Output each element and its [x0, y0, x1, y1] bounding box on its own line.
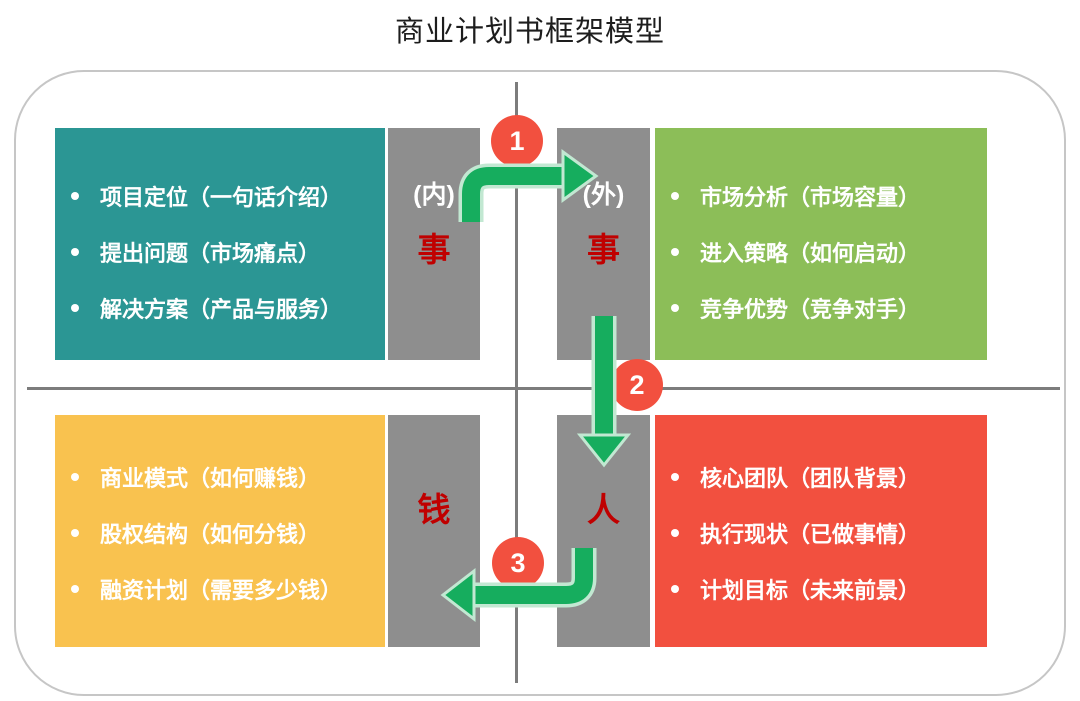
list-item-label: 核心团队（团队背景） [700, 466, 921, 491]
horizontal-divider [27, 387, 1060, 390]
list-item-label: 执行现状（已做事情） [700, 522, 921, 547]
list-item: 解决方案（产品与服务） [55, 280, 385, 336]
bullet-icon [71, 248, 79, 256]
money-item-list: 商业模式（如何赚钱） 股权结构（如何分钱） 融资计划（需要多少钱） [55, 415, 385, 617]
bullet-icon [71, 192, 79, 200]
bullet-icon [671, 304, 679, 312]
bullet-icon [71, 304, 79, 312]
axis-box-money: 钱 [388, 415, 480, 647]
list-item: 核心团队（团队背景） [655, 449, 987, 505]
list-item: 商业模式（如何赚钱） [55, 449, 385, 505]
bullet-icon [71, 473, 79, 481]
bullet-icon [671, 529, 679, 537]
bullet-icon [671, 473, 679, 481]
axis-box-outer-shi: (外) 事 [557, 128, 650, 360]
quadrant-project: 项目定位（一句话介绍） 提出问题（市场痛点） 解决方案（产品与服务） [55, 128, 385, 360]
list-item-label: 计划目标（未来前景） [700, 578, 921, 603]
bullet-icon [71, 529, 79, 537]
list-item: 竞争优势（竞争对手） [655, 280, 987, 336]
list-item-label: 解决方案（产品与服务） [100, 297, 343, 322]
quadrant-money: 商业模式（如何赚钱） 股权结构（如何分钱） 融资计划（需要多少钱） [55, 415, 385, 647]
scope-label: (外) [582, 181, 625, 209]
market-item-list: 市场分析（市场容量） 进入策略（如何启动） 竞争优势（竞争对手） [655, 128, 987, 336]
step-badge-1: 1 [491, 115, 543, 167]
step-number: 1 [509, 125, 525, 156]
team-item-list: 核心团队（团队背景） 执行现状（已做事情） 计划目标（未来前景） [655, 415, 987, 617]
list-item: 股权结构（如何分钱） [55, 505, 385, 561]
quadrant-market: 市场分析（市场容量） 进入策略（如何启动） 竞争优势（竞争对手） [655, 128, 987, 360]
axis-box-people: 人 [557, 415, 650, 647]
bullet-icon [71, 585, 79, 593]
list-item: 项目定位（一句话介绍） [55, 168, 385, 224]
axis-word: 事 [587, 231, 620, 268]
list-item: 提出问题（市场痛点） [55, 224, 385, 280]
bullet-icon [671, 192, 679, 200]
axis-box-inner-shi: (内) 事 [388, 128, 480, 360]
list-item: 计划目标（未来前景） [655, 561, 987, 617]
axis-word: 钱 [417, 491, 451, 528]
step-number: 2 [629, 369, 645, 400]
list-item-label: 提出问题（市场痛点） [100, 241, 321, 266]
frame-border [14, 70, 1066, 696]
list-item-label: 股权结构（如何分钱） [100, 522, 321, 547]
axis-word: 人 [587, 491, 620, 528]
step-badge-3: 3 [492, 537, 544, 589]
scope-label: (内) [413, 181, 455, 209]
list-item-label: 项目定位（一句话介绍） [100, 185, 343, 210]
list-item-label: 商业模式（如何赚钱） [100, 466, 321, 491]
list-item-label: 融资计划（需要多少钱） [100, 578, 343, 603]
vertical-divider [515, 82, 518, 683]
diagram-title: 商业计划书框架模型 [394, 16, 665, 48]
list-item-label: 市场分析（市场容量） [700, 185, 921, 210]
step-number: 3 [510, 547, 526, 578]
bullet-icon [671, 585, 679, 593]
list-item-label: 竞争优势（竞争对手） [700, 297, 921, 322]
bullet-icon [671, 248, 679, 256]
axis-word: 事 [417, 231, 451, 268]
list-item-label: 进入策略（如何启动） [700, 241, 921, 266]
quadrant-team: 核心团队（团队背景） 执行现状（已做事情） 计划目标（未来前景） [655, 415, 987, 647]
list-item: 进入策略（如何启动） [655, 224, 987, 280]
list-item: 市场分析（市场容量） [655, 168, 987, 224]
project-item-list: 项目定位（一句话介绍） 提出问题（市场痛点） 解决方案（产品与服务） [55, 128, 385, 336]
list-item: 执行现状（已做事情） [655, 505, 987, 561]
list-item: 融资计划（需要多少钱） [55, 561, 385, 617]
step-badge-2: 2 [611, 359, 663, 411]
